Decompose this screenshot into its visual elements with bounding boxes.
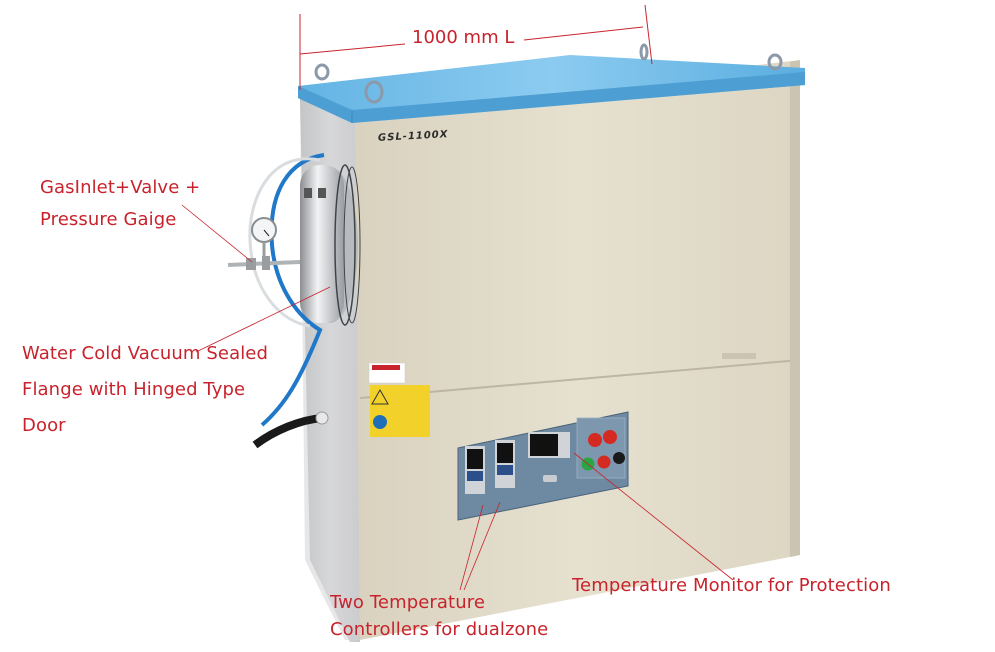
gas-inlet-annotation: GasInlet+Valve + Pressure Gaige [40, 172, 200, 236]
furnace-body [355, 60, 801, 640]
annotation-line: Temperature Monitor for Protection [572, 575, 891, 596]
annotation-leader-lines [181, 204, 734, 591]
annotation-line: Two Temperature [330, 592, 485, 613]
monitor-annotation: Temperature Monitor for Protection [572, 570, 891, 602]
temperature-controller-1 [465, 446, 485, 494]
annotation-line: Pressure Gaige [40, 209, 177, 230]
control-buttons [576, 417, 626, 479]
flange-annotation: Water Cold Vacuum Sealed Flange with Hin… [22, 336, 268, 444]
temperature-controller-2 [495, 440, 515, 488]
warning-stickers [368, 362, 430, 437]
furnace-lid [298, 55, 805, 123]
controllers-annotation: Two Temperature Controllers for dualzone [330, 589, 548, 643]
annotation-line: GasInlet+Valve + [40, 177, 201, 198]
temperature-monitor [528, 432, 570, 458]
control-panel [457, 411, 629, 521]
manufacturer-badge [722, 353, 756, 359]
annotation-line: Door [22, 415, 66, 436]
length-dimension-label: 1000 mm L [410, 26, 517, 50]
annotation-line: Water Cold Vacuum Sealed [22, 343, 269, 364]
vacuum-flange [300, 164, 361, 326]
dimension-lines [299, 4, 653, 90]
serial-port [543, 475, 557, 482]
lifting-eye-bolts [314, 43, 783, 104]
water-hoses [248, 153, 329, 449]
gas-inlet-valve [227, 217, 301, 270]
annotation-line: Flange with Hinged Type [22, 379, 246, 400]
annotation-line: Controllers for dualzone [330, 619, 549, 640]
